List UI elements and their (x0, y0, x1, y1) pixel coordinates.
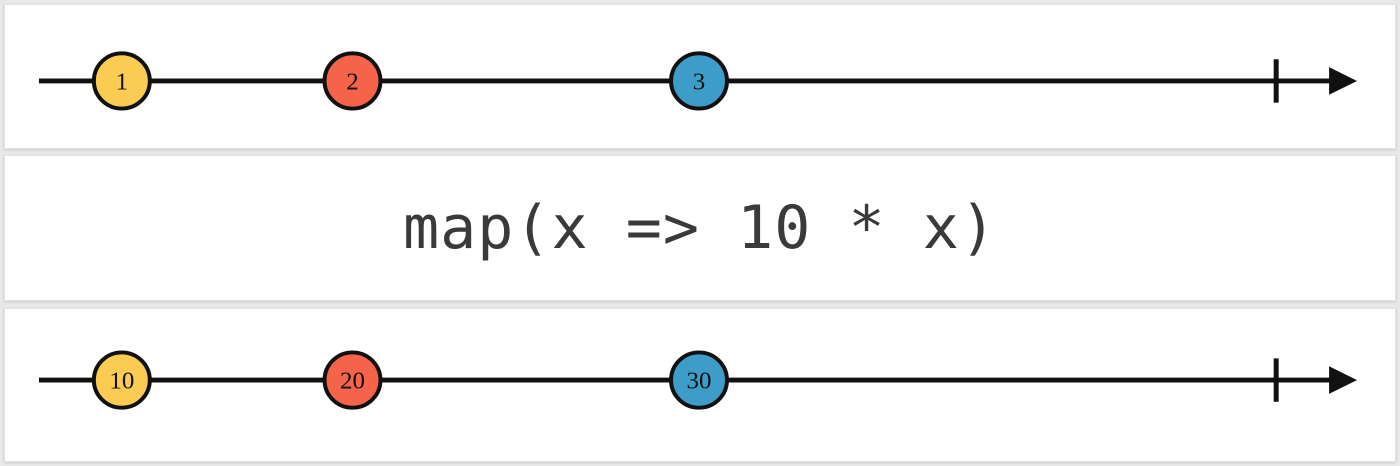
marble-value: 2 (346, 69, 358, 96)
source-timeline-arrowhead (1329, 67, 1358, 95)
output-stream-canvas: 10 20 30 (38, 350, 1358, 410)
source-marble[interactable]: 2 (322, 51, 383, 111)
operator-inner: map(x => 10 * x) (5, 156, 1395, 300)
output-marble[interactable]: 30 (669, 350, 729, 410)
marble-value: 10 (109, 368, 134, 395)
marble-circle (322, 350, 383, 410)
marble-value: 1 (116, 69, 128, 96)
output-stream-panel: 10 20 30 (4, 308, 1396, 462)
output-marble[interactable]: 10 (91, 350, 152, 410)
marble-value: 20 (340, 368, 365, 395)
output-marble[interactable]: 20 (322, 350, 383, 410)
marble-circle (669, 350, 729, 410)
marble-circle (669, 51, 729, 111)
marble-circle (322, 51, 383, 111)
source-stream-canvas: 1 2 3 (38, 51, 1358, 111)
marble-value: 30 (687, 368, 712, 395)
source-stream-panel: 1 2 3 (4, 4, 1396, 149)
operator-panel[interactable]: map(x => 10 * x) (4, 155, 1396, 301)
source-marble[interactable]: 1 (91, 51, 152, 111)
marble-value: 3 (693, 69, 705, 96)
operator-expression: map(x => 10 * x) (403, 193, 997, 263)
source-marble[interactable]: 3 (669, 51, 729, 111)
output-timeline-arrowhead (1329, 366, 1358, 394)
marble-circle (91, 51, 152, 111)
marble-circle (91, 350, 152, 410)
